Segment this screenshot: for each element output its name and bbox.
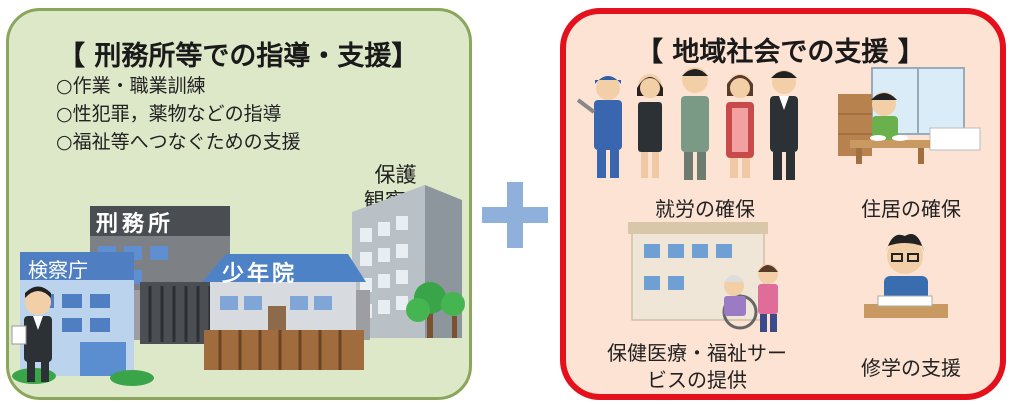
trees: [406, 282, 465, 338]
list-item-welfare-connection: ○福祉等へつなぐための支援: [56, 131, 301, 153]
study-illustration: [864, 234, 948, 318]
plus-icon: [482, 182, 548, 248]
prosecutors-office-sign: 検察庁: [28, 258, 88, 282]
prison-support-list: ○作業・職業訓練 ○性犯罪，薬物などの指導 ○福祉等へつなぐための支援: [56, 72, 301, 156]
welfare-facility-illustration: [628, 222, 778, 332]
prosecutor-person: [11, 286, 52, 382]
workers-illustration: [576, 67, 798, 180]
study-support-label: 修学の支援: [861, 356, 961, 380]
health-welfare-label-line2: ビスの提供: [647, 368, 747, 392]
juvenile-school-sign: 少年院: [222, 262, 298, 287]
housing-illustration: [838, 67, 981, 164]
probation-office-label-line1: 保護: [374, 163, 417, 187]
health-welfare-label-line1: 保健医療・福祉サー: [607, 341, 787, 365]
list-item-offense-guidance: ○性犯罪，薬物などの指導: [56, 103, 282, 125]
health-welfare-label: 保健医療・福祉サー ビスの提供: [592, 340, 802, 394]
brown-fence: [204, 330, 364, 370]
employment-label: 就労の確保: [655, 197, 755, 221]
community-support-title: 【 地域社会での支援 】: [636, 37, 925, 68]
prison-sign: 刑務所: [96, 212, 175, 237]
housing-label: 住居の確保: [861, 197, 961, 221]
prison-support-title: 【 刑務所等での指導・支援】: [58, 41, 419, 72]
list-item-vocational-training: ○作業・職業訓練: [56, 75, 206, 97]
